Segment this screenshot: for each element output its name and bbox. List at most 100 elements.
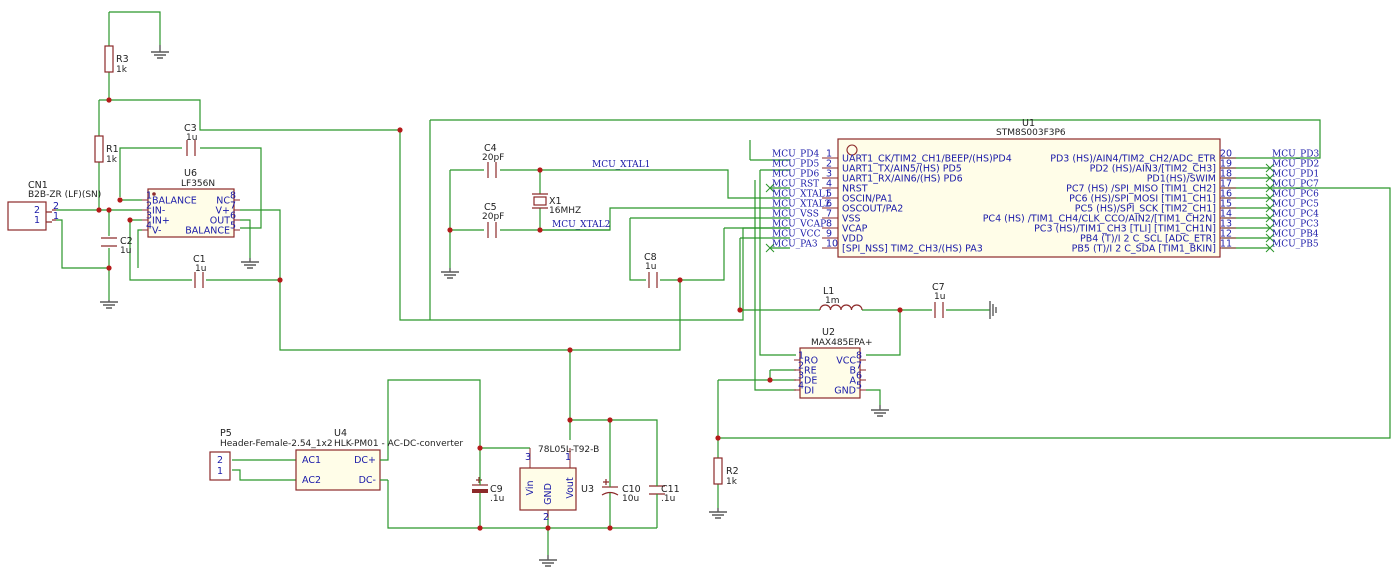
u6-pin-name: IN- <box>152 206 165 217</box>
net-labels-left: MCU_PD4MCU_PD5MCU_PD6MCU_RSTMCU_XTAL1MCU… <box>772 150 830 250</box>
capacitor-c4[interactable]: C4 20pF <box>482 143 504 178</box>
u2-pin-7: 7B <box>849 361 866 377</box>
u1-pin-name: PC3 (HS)/TIM1_CH3 [TLI] [TIM1_CH1N] <box>1034 224 1216 235</box>
connector-p5[interactable]: P5 Header-Female-2.54_1x2 2 1 <box>209 428 333 481</box>
resistor-r3[interactable]: R3 1k <box>104 45 129 75</box>
u1-pin-number: 11 <box>1220 239 1232 250</box>
capacitor-c11[interactable]: C11 .1u <box>649 480 680 504</box>
u1-pin-number: 17 <box>1220 179 1232 190</box>
ground-icon <box>241 258 259 269</box>
u1-pin-number: 20 <box>1220 149 1232 160</box>
net-label: MCU_PD1 <box>1272 170 1319 180</box>
regulator-u3[interactable]: 78L05L-T92-B Vin GND Vout 3 2 1 U3 <box>519 445 599 523</box>
u4-value: HLK-PM01 - AC-DC-converter <box>334 439 463 449</box>
u6-pin-name: OUT <box>210 216 230 227</box>
capacitor-c9[interactable]: C9 .1u <box>472 477 504 504</box>
u6-pin-number: 7 <box>230 201 236 212</box>
net-label: MCU_PD3 <box>1272 150 1319 160</box>
net-label: MCU_PC5 <box>1272 200 1319 210</box>
net-label: MCU_PB4 <box>1272 230 1319 240</box>
capacitor-c1[interactable]: C1 1u <box>193 254 206 288</box>
u2-pin-number: 7 <box>856 361 862 372</box>
net-label: MCU_PA3 <box>772 240 818 250</box>
u3-pin-num-2: 2 <box>543 512 549 523</box>
resistor-r1[interactable]: R1 1k <box>94 135 119 165</box>
u2-ref: U2 <box>822 327 835 338</box>
u1-pin-name: UART1_RX/AIN6/(HS) PD6 <box>842 174 963 185</box>
junction-dots <box>96 97 903 531</box>
u2-pin-name: B <box>849 366 856 377</box>
u6-pin-name: V- <box>152 226 161 237</box>
r2-value: 1k <box>726 477 738 487</box>
net-label: MCU_VSS <box>772 210 819 220</box>
r1-ref: R1 <box>106 144 119 155</box>
capacitor-c10[interactable]: C10 10u <box>601 479 641 504</box>
u1-ref: U1 <box>1022 118 1035 129</box>
r2-ref: R2 <box>726 466 739 477</box>
cn1-pin-1-num: 1 <box>53 211 59 222</box>
capacitor-c8[interactable]: C8 1u <box>644 252 658 288</box>
u2-pin-name: RE <box>804 366 817 377</box>
resistor-r2[interactable]: R2 1k <box>713 457 739 487</box>
u2-pin-name: GND <box>834 386 856 397</box>
inductor-l1[interactable]: L1 1m <box>819 286 863 311</box>
u1-pin-name: PC5 (HS)/SPI_SCK [TIM2_CH1] <box>1075 204 1216 215</box>
u3-pin-num-3: 3 <box>525 452 531 463</box>
crystal-x1[interactable]: X1 16MHZ <box>532 193 581 216</box>
u6-pin-number: 1 <box>146 191 152 202</box>
u3-pin-num-1: 1 <box>565 452 571 463</box>
capacitor-c7[interactable]: C7 1u <box>932 282 945 318</box>
c7-ref: C7 <box>932 282 945 293</box>
net-labels-right: MCU_PD3MCU_PD2MCU_PD1MCU_PC7MCU_PC6MCU_P… <box>1272 150 1319 250</box>
net-label: MCU_VCC <box>772 230 821 240</box>
u6-pin-number: 2 <box>146 201 152 212</box>
connector-cn1[interactable]: CN1 B2B-ZR (LF)(SN) 2 1 2 1 <box>7 180 101 231</box>
cn1-pin-2: 2 <box>34 205 40 216</box>
u2-pin-number: 2 <box>798 361 804 372</box>
capacitor-c3[interactable]: C3 1u <box>184 123 197 156</box>
u1-pin-name: OSCIN/PA1 <box>842 194 893 205</box>
u6-pin-number: 3 <box>146 211 152 222</box>
u2-pin-name: RO <box>804 356 818 367</box>
net-label: MCU_PC4 <box>1272 210 1319 220</box>
capacitor-c5[interactable]: C5 20pF <box>482 202 504 238</box>
net-label: MCU_PD2 <box>1272 160 1319 170</box>
wires <box>56 11 1391 555</box>
net-label: MCU_PB5 <box>1272 240 1319 250</box>
u2-pin-number: 5 <box>856 381 862 392</box>
u2-pin-number: 4 <box>798 381 804 392</box>
u1-pin-number: 8 <box>826 219 832 230</box>
x1-ref: X1 <box>549 196 562 207</box>
l1-ref: L1 <box>823 286 834 297</box>
u1-pin-number: 2 <box>826 159 832 170</box>
capacitor-c2[interactable]: C2 1u <box>101 236 133 256</box>
u3-value: 78L05L-T92-B <box>538 445 599 455</box>
u1-pin-number: 7 <box>826 209 832 220</box>
net-label: MCU_PC3 <box>1272 220 1319 230</box>
u1-pin-name: NRST <box>842 184 868 195</box>
u2-pin-number: 1 <box>798 351 804 362</box>
u6-pin-number: 5 <box>230 221 236 232</box>
u1-pin-number: 1 <box>826 149 832 160</box>
r3-ref: R3 <box>116 54 129 65</box>
module-u4[interactable]: U4 HLK-PM01 - AC-DC-converter AC1 AC2 DC… <box>295 428 463 491</box>
p5-pin-1: 1 <box>217 466 223 477</box>
